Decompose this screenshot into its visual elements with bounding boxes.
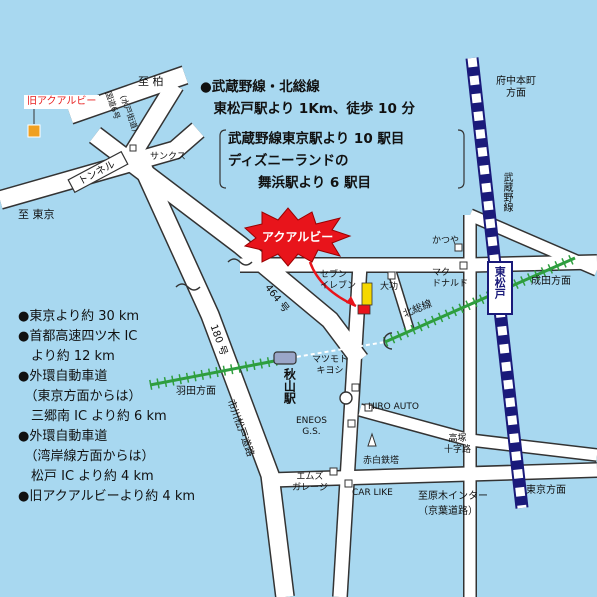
destination-kashiwa: 至 柏 bbox=[138, 75, 164, 88]
distance-item: （湾岸線方面からは） bbox=[18, 449, 155, 464]
distance-item: 三郷南 IC より約 6 km bbox=[18, 409, 167, 424]
landmark-keiyo-road: （京葉道路） bbox=[418, 506, 478, 517]
higashi-matsudo-station-box bbox=[487, 261, 513, 315]
landmark-akaji-tekko: 赤白鉄塔 bbox=[363, 456, 400, 466]
destination-fuchu-honmachi: 府中本町 方面 bbox=[496, 76, 536, 99]
access-line-2: 東松戸駅より 1Km、徒歩 10 分 bbox=[200, 101, 416, 117]
access-line-5: 舞浜駅より 6 駅目 bbox=[258, 175, 372, 191]
tunnel-marker bbox=[67, 150, 129, 194]
access-line-4: ディズニーランドの bbox=[228, 153, 349, 169]
rail-label-musashino: 武蔵野線 bbox=[501, 172, 512, 212]
destination-tokyo-direction: 東京方面 bbox=[526, 485, 566, 496]
destination-haneda: 羽田方面 bbox=[176, 386, 216, 397]
building-markers bbox=[129, 144, 468, 488]
distance-item: ●外環自動車道 bbox=[18, 369, 108, 384]
road-break-marks bbox=[175, 258, 253, 291]
destination-tokyo: 至 東京 bbox=[18, 208, 55, 221]
store-label: アクアルビー bbox=[262, 230, 334, 244]
station-akiyama: 秋山駅 bbox=[282, 368, 297, 404]
akiyama-station-marker bbox=[273, 351, 297, 365]
landmark-matsumoto-kiyoshi: マツモト キヨシ bbox=[312, 355, 349, 376]
landmark-katsuya: かつや bbox=[432, 236, 460, 246]
info-bracket-left bbox=[219, 129, 227, 189]
destination-narita: 成田方面 bbox=[531, 276, 571, 287]
seven-eleven-marker bbox=[361, 282, 373, 306]
landmark-car-like: CAR LIKE bbox=[352, 488, 393, 498]
hokuso-line bbox=[149, 253, 578, 390]
landmark-shiwarakugi-ic: 至原木インター bbox=[418, 491, 488, 502]
old-store-marker bbox=[27, 124, 41, 138]
station-higashi-matsudo: 東松戸 bbox=[493, 266, 507, 299]
distance-item: ●外環自動車道 bbox=[18, 429, 108, 444]
landmark-eneos: ENEOS G.S. bbox=[296, 416, 327, 437]
store-starburst bbox=[243, 207, 352, 267]
tower-icon bbox=[367, 432, 377, 447]
info-bracket-right bbox=[457, 129, 465, 189]
landmark-mcdonalds: マク ドナルド bbox=[432, 268, 469, 289]
landmark-hiro-auto: HIRO AUTO bbox=[368, 402, 419, 412]
access-line-1: ●武蔵野線・北総線 bbox=[200, 79, 320, 95]
old-store-label: 旧アクアルビー bbox=[24, 95, 100, 109]
store-marker bbox=[357, 304, 371, 315]
landmark-ms-garage: エムズ ガレージ bbox=[292, 472, 328, 493]
distance-list: ●東京より約 30 km ●首都高速四ツ木 IC より約 12 km ●外環自動… bbox=[18, 307, 195, 507]
eneos-marker bbox=[339, 391, 353, 405]
distance-item: （東京方面からは） bbox=[18, 389, 142, 404]
distance-item: 松戸 IC より約 4 km bbox=[18, 469, 154, 484]
landmark-sunkus: サンクス bbox=[150, 152, 186, 162]
distance-item: より約 12 km bbox=[18, 349, 115, 364]
store-arrow-head bbox=[346, 296, 356, 306]
landmark-takatsuka: 高塚 十字路 bbox=[444, 434, 472, 455]
landmark-daiki: 大功 bbox=[380, 282, 399, 292]
access-line-3: 武蔵野線東京駅より 10 駅目 bbox=[228, 131, 405, 147]
distance-item: ●東京より約 30 km bbox=[18, 309, 140, 324]
distance-item: ●首都高速四ツ木 IC bbox=[18, 329, 138, 344]
distance-item: ●旧アクアルビーより約 4 km bbox=[18, 489, 196, 504]
landmark-seven-eleven: セブン イレブン bbox=[320, 270, 357, 291]
